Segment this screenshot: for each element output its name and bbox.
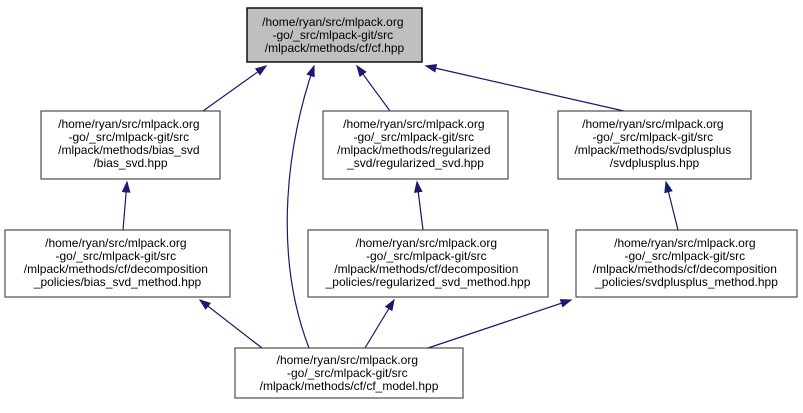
node-svdplusplus-hpp-label: /home/ryan/src/mlpack.org -go/_src/mlpac…	[574, 117, 734, 170]
node-regularized-svd-hpp[interactable]: /home/ryan/src/mlpack.org -go/_src/mlpac…	[322, 110, 509, 180]
node-svdplusplus-method-hpp[interactable]: /home/ryan/src/mlpack.org -go/_src/mlpac…	[575, 229, 798, 298]
edge-regularized_svd_hpp-to-cf_hpp	[356, 64, 391, 112]
node-bias-svd-method-hpp[interactable]: /home/ryan/src/mlpack.org -go/_src/mlpac…	[4, 229, 231, 298]
node-regularized-svd-method-hpp-label: /home/ryan/src/mlpack.org -go/_src/mlpac…	[325, 236, 531, 289]
edge-cf_model_hpp-to-cf_hpp	[286, 64, 315, 349]
node-svdplusplus-method-hpp-label: /home/ryan/src/mlpack.org -go/_src/mlpac…	[593, 236, 780, 289]
node-cf-model-hpp-label: /home/ryan/src/mlpack.org -go/_src/mlpac…	[260, 353, 439, 393]
edge-regularized_svd_method_hpp-to-regularized_svd_hpp	[413, 180, 424, 231]
node-bias-svd-hpp[interactable]: /home/ryan/src/mlpack.org -go/_src/mlpac…	[40, 110, 221, 180]
node-bias-svd-hpp-label: /home/ryan/src/mlpack.org -go/_src/mlpac…	[58, 117, 203, 170]
node-bias-svd-method-hpp-label: /home/ryan/src/mlpack.org -go/_src/mlpac…	[24, 236, 211, 289]
edge-svdplusplus_hpp-to-cf_hpp	[424, 64, 625, 112]
edge-svdplusplus_method_hpp-to-svdplusplus_hpp	[664, 180, 679, 231]
edge-bias_svd_method_hpp-to-bias_svd_hpp	[121, 180, 131, 231]
node-cf-hpp-label: /home/ryan/src/mlpack.org -go/_src/mlpac…	[262, 15, 407, 55]
node-cf-hpp[interactable]: /home/ryan/src/mlpack.org -go/_src/mlpac…	[246, 7, 423, 63]
edge-cf_model_hpp-to-regularized_svd_method_hpp	[364, 298, 395, 349]
edge-bias_svd_hpp-to-cf_hpp	[202, 65, 268, 112]
node-svdplusplus-hpp[interactable]: /home/ryan/src/mlpack.org -go/_src/mlpac…	[557, 110, 752, 180]
node-cf-model-hpp[interactable]: /home/ryan/src/mlpack.org -go/_src/mlpac…	[234, 347, 464, 399]
edge-cf_model_hpp-to-bias_svd_method_hpp	[198, 299, 263, 349]
node-regularized-svd-hpp-label: /home/ryan/src/mlpack.org -go/_src/mlpac…	[337, 117, 494, 170]
edge-cf_model_hpp-to-svdplusplus_method_hpp	[427, 299, 573, 349]
node-regularized-svd-method-hpp[interactable]: /home/ryan/src/mlpack.org -go/_src/mlpac…	[307, 229, 549, 298]
